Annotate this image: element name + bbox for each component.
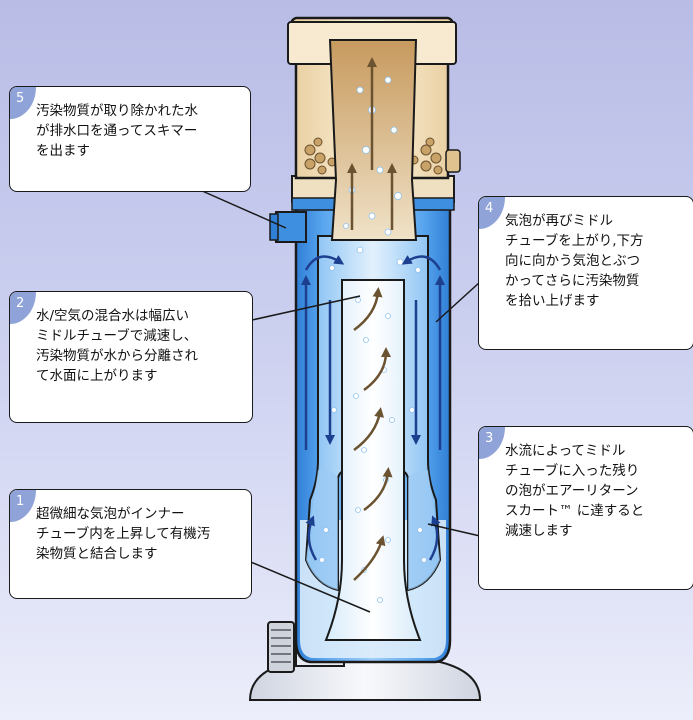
callout-5: 5 汚染物質が取り除かれた水 が排水口を通ってスキマー を出ます bbox=[9, 86, 251, 192]
callout-2: 2 水/空気の混合水は幅広い ミドルチューブで減速し、 汚染物質が水から分離され… bbox=[9, 291, 253, 423]
callout-text: 水/空気の混合水は幅広い ミドルチューブで減速し、 汚染物質が水から分離され て… bbox=[36, 308, 198, 384]
callout-number: 2 bbox=[16, 296, 25, 311]
callout-text: 超微細な気泡がインナー チューブ内を上昇して有機汚 染物質と結合します bbox=[36, 506, 211, 562]
callout-number: 4 bbox=[485, 201, 494, 216]
callout-1: 1 超微細な気泡がインナー チューブ内を上昇して有機汚 染物質と結合します bbox=[9, 489, 252, 599]
callout-text: 水流によってミドル チューブに入った残り の泡がエアーリターン スカート™ に達… bbox=[505, 443, 645, 539]
inner-tube bbox=[324, 279, 422, 641]
callout-number: 1 bbox=[16, 494, 25, 509]
pollutant-flow-arrows bbox=[347, 57, 397, 581]
callout-leaders bbox=[199, 189, 481, 613]
callout-number: 3 bbox=[485, 431, 494, 446]
callout-text: 汚染物質が取り除かれた水 が排水口を通ってスキマー を出ます bbox=[36, 103, 198, 159]
callout-number: 5 bbox=[16, 91, 25, 106]
outlet-pipe bbox=[269, 211, 307, 243]
callout-4: 4 気泡が再びミドル チューブを上がり,下方 向に向かう気泡とぶつ かってさらに… bbox=[478, 196, 693, 350]
callout-3: 3 水流によってミドル チューブに入った残り の泡がエアーリターン スカート™ … bbox=[478, 426, 693, 590]
air-bubbles bbox=[319, 76, 427, 603]
callout-text: 気泡が再びミドル チューブを上がり,下方 向に向かう気泡とぶつ かってさらに汚染… bbox=[505, 213, 644, 309]
